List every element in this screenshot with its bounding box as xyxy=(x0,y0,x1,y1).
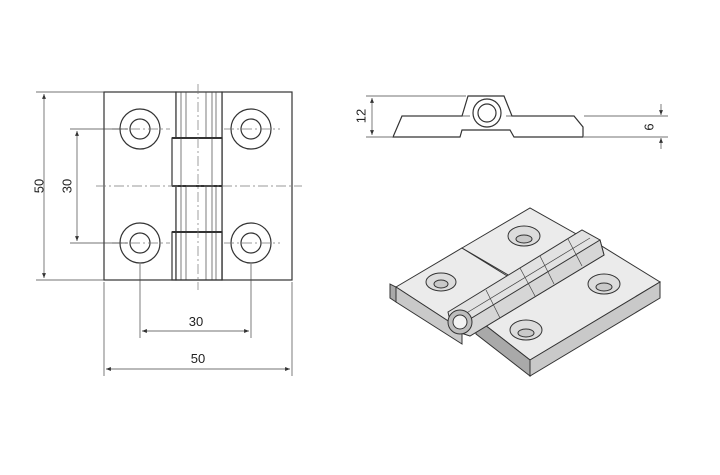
iso-knuckle xyxy=(447,229,605,337)
dim-width-50: 50 xyxy=(103,282,293,376)
dim-label-width: 50 xyxy=(191,351,205,366)
knuckle-front xyxy=(171,91,223,281)
iso-right-leaf-back xyxy=(461,207,579,277)
iso-right-leaf xyxy=(475,244,661,378)
dim-knuckle-12: 12 xyxy=(353,95,466,138)
dim-hole-horizontal-30: 30 xyxy=(139,264,252,338)
dim-label-thickness: 6 xyxy=(641,123,656,130)
dim-height-50: 50 xyxy=(31,91,104,281)
isometric-view xyxy=(389,207,661,378)
dim-hole-vertical-30: 30 xyxy=(59,128,128,244)
front-view: 50 30 30 50 xyxy=(31,84,302,376)
dim-label-knuckle: 12 xyxy=(353,109,368,123)
dim-label-hole-vertical: 30 xyxy=(59,179,74,193)
dim-label-height: 50 xyxy=(31,179,46,193)
side-view: 12 6 xyxy=(353,95,668,149)
pin-inner xyxy=(477,103,497,123)
dim-thickness-6: 6 xyxy=(584,104,668,149)
dim-label-hole-horizontal: 30 xyxy=(189,314,203,329)
